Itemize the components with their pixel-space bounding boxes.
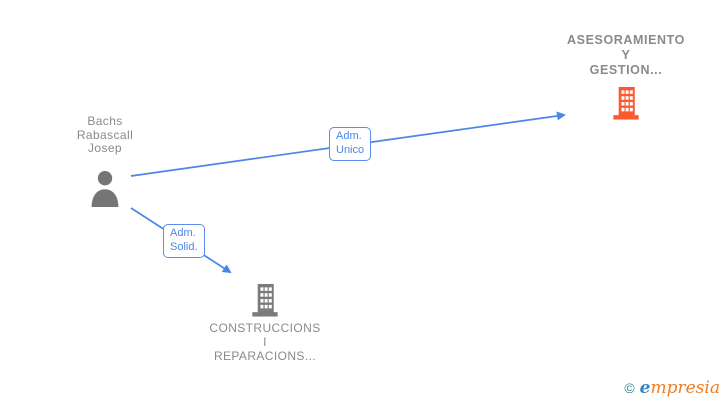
label-line: CONSTRUCCIONS [209, 321, 321, 335]
label-line: ASESORAMIENTO [567, 33, 685, 47]
node-person-bachs-rabascall-josep[interactable]: Bachs Rabascall Josep [45, 114, 165, 208]
label-line: REPARACIONS... [213, 349, 317, 363]
building-icon [249, 283, 281, 318]
edge-label-line: Adm. [170, 227, 196, 239]
label-line: I [263, 335, 267, 349]
company-top-label: ASESORAMIENTO Y GESTION... [567, 33, 685, 78]
building-icon [610, 86, 642, 121]
wordmark-initial: e [639, 378, 651, 398]
person-label: Bachs Rabascall Josep [76, 114, 134, 156]
label-line: GESTION... [589, 63, 663, 77]
label-line: Josep [87, 141, 122, 155]
edge-label-line: Unico [336, 143, 365, 156]
label-line: Rabascall [76, 127, 134, 142]
edge-label-adm-solid: Adm. Solid. [163, 224, 205, 258]
node-company-asesoramiento-y-gestion[interactable]: ASESORAMIENTO Y GESTION... [545, 33, 707, 121]
edge-label-line: Adm. [336, 130, 362, 142]
wordmark-rest: mpresia [650, 378, 721, 398]
label-line: Y [621, 48, 631, 62]
edge-label-adm-unico: Adm. Unico [329, 127, 372, 161]
edge-label-line: Solid. [170, 240, 198, 253]
node-company-construccions-i-reparacions[interactable]: CONSTRUCCIONS I REPARACIONS... [185, 283, 345, 363]
empresia-wordmark: empresia [640, 379, 720, 397]
empresia-logo[interactable]: © empresia [624, 379, 720, 397]
copyright-icon: © [624, 380, 635, 396]
label-line: Bachs [87, 114, 123, 128]
person-icon [90, 170, 120, 208]
company-bottom-label: CONSTRUCCIONS I REPARACIONS... [209, 321, 320, 363]
